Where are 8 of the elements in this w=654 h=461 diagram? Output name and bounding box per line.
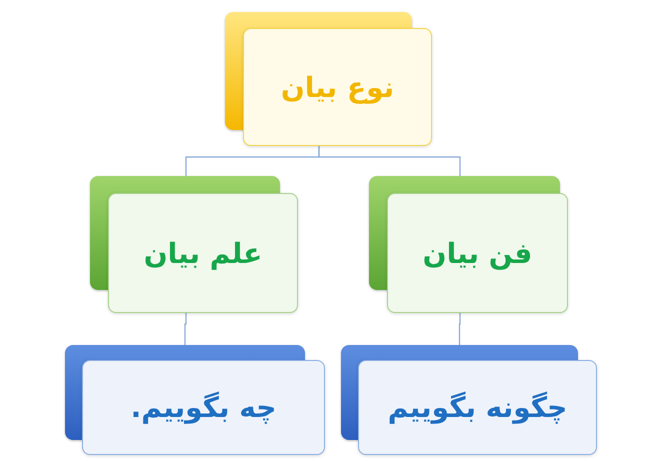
- connector-line: [458, 313, 461, 345]
- node-label: چه بگوییم.: [130, 391, 276, 424]
- connector-line: [184, 313, 187, 345]
- node-label: علم بیان: [144, 236, 262, 270]
- connector-line: [185, 146, 320, 176]
- node-label: نوع بیان: [280, 70, 394, 104]
- node-label: چگونه بگوییم: [388, 391, 568, 424]
- node-label: فن بیان: [422, 236, 532, 270]
